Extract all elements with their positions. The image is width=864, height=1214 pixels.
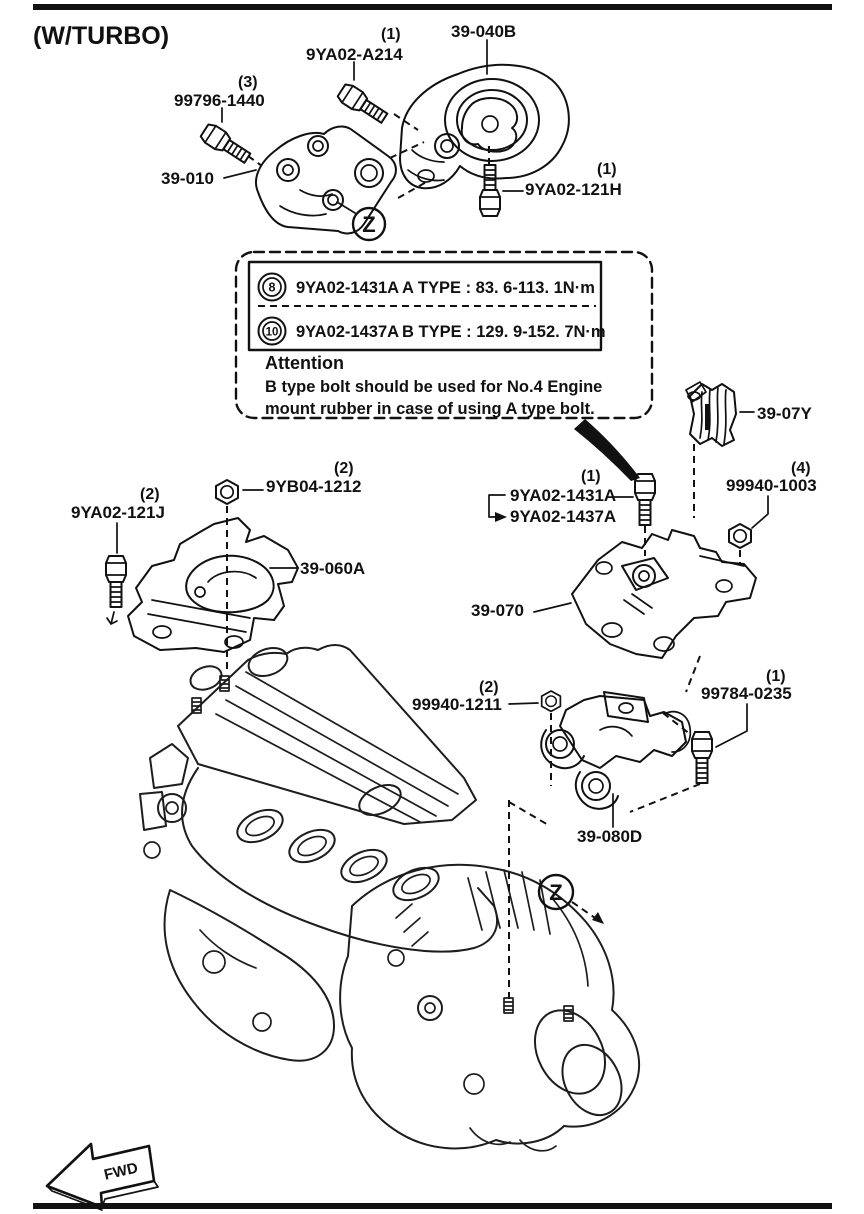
label-39-060a: 39-060A xyxy=(300,559,365,578)
bolt-99784-0235-icon xyxy=(691,731,713,784)
detail-z-marker-bottom: Z xyxy=(537,873,575,911)
label-99940-1003: 99940-1003 xyxy=(726,476,817,495)
bolt-9ya02-121h-icon xyxy=(479,164,501,217)
qty-99784-0235: (1) xyxy=(766,668,786,685)
attention-box: 8 10 9YA02-1431A A TYPE : 83. 6-113. 1N·… xyxy=(234,250,654,420)
bolt-head-marker-icon xyxy=(257,316,287,346)
label-39-040b: 39-040B xyxy=(451,22,516,41)
attention-title: Attention xyxy=(265,353,344,373)
label-9ya02-1431a: 9YA02-1431A xyxy=(510,486,616,505)
label-99796-1440: 99796-1440 xyxy=(174,91,265,110)
transmission-stud-icon xyxy=(503,997,514,1014)
bracket-39-010-drawing xyxy=(255,125,397,235)
transmission-stud-icon xyxy=(563,1005,574,1022)
page-border-bottom xyxy=(33,1203,832,1209)
bolt-head-marker-icon xyxy=(257,272,287,302)
nut-99940-1211-icon xyxy=(540,690,562,713)
detail-z-marker-top: Z xyxy=(351,206,387,242)
stopper-39-07y-drawing xyxy=(685,381,737,447)
bolt-9ya02-a214-icon xyxy=(335,81,391,128)
label-39-080d: 39-080D xyxy=(577,827,642,846)
engine-stud-icon xyxy=(191,697,202,714)
label-leader-lines xyxy=(116,39,769,828)
marker-8: 8 xyxy=(269,281,276,295)
label-39-070: 39-070 xyxy=(471,601,524,620)
attention-note-line1: B type bolt should be used for No.4 Engi… xyxy=(265,378,602,396)
label-39-010: 39-010 xyxy=(161,169,214,188)
assembly-dashed-lines xyxy=(226,113,741,1000)
bolt-9ya02-121j-icon xyxy=(105,555,127,608)
assembly-arrow xyxy=(106,611,118,625)
callout-labels: (W/TURBO) (1) 9YA02-A214 39-040B (3) 997… xyxy=(33,22,817,846)
torque-row-part-b: 9YA02-1437A xyxy=(296,323,399,341)
fwd-label: FWD xyxy=(102,1159,139,1183)
label-9yb04-1212: 9YB04-1212 xyxy=(266,477,361,496)
mount-39-070-drawing xyxy=(571,529,757,659)
bolt-9ya02-1431a-icon xyxy=(634,473,656,526)
qty-99796-1440: (3) xyxy=(238,74,258,91)
engine-transmission-drawing xyxy=(139,644,641,1152)
variant-label: (W/TURBO) xyxy=(33,22,169,50)
bracket-39-080d-drawing xyxy=(540,691,692,810)
qty-9ya02-121h: (1) xyxy=(597,161,617,178)
page-border-top xyxy=(33,4,832,10)
mount-39-060a-drawing xyxy=(127,517,299,653)
qty-9ya02-1431a: (1) xyxy=(581,468,601,485)
svg-text:Z: Z xyxy=(362,212,375,237)
qty-a214: (1) xyxy=(381,26,401,43)
fwd-arrow: FWD xyxy=(45,1142,159,1211)
torque-row-part-a: 9YA02-1431A xyxy=(296,279,399,297)
label-9ya02-121j: 9YA02-121J xyxy=(71,503,165,522)
qty-99940-1003: (4) xyxy=(791,460,811,477)
svg-text:Z: Z xyxy=(549,880,562,905)
label-9ya02-1437a: 9YA02-1437A xyxy=(510,507,616,526)
label-99940-1211: 99940-1211 xyxy=(412,695,502,714)
attention-pointer-arrow xyxy=(574,419,640,481)
label-9ya02-a214: 9YA02-A214 xyxy=(306,45,403,64)
nut-9yb04-1212-icon xyxy=(215,479,239,505)
qty-9yb04-1212: (2) xyxy=(334,460,354,477)
qty-9ya02-121j: (2) xyxy=(140,486,160,503)
bolt-99796-1440-icon xyxy=(198,121,254,168)
torque-row-spec-a: A TYPE : 83. 6-113. 1N·m xyxy=(402,279,595,297)
marker-10: 10 xyxy=(266,327,279,339)
label-9ya02-121h: 9YA02-121H xyxy=(525,180,622,199)
attention-note-line2: mount rubber in case of using A type bol… xyxy=(265,400,595,418)
label-39-07y: 39-07Y xyxy=(757,404,812,423)
qty-99940-1211: (2) xyxy=(479,679,499,696)
mount-39-040b-drawing xyxy=(399,63,570,190)
label-99784-0235: 99784-0235 xyxy=(701,684,792,703)
nut-99940-1003-icon xyxy=(728,523,752,549)
torque-row-spec-b: B TYPE : 129. 9-152. 7N·m xyxy=(402,323,606,341)
